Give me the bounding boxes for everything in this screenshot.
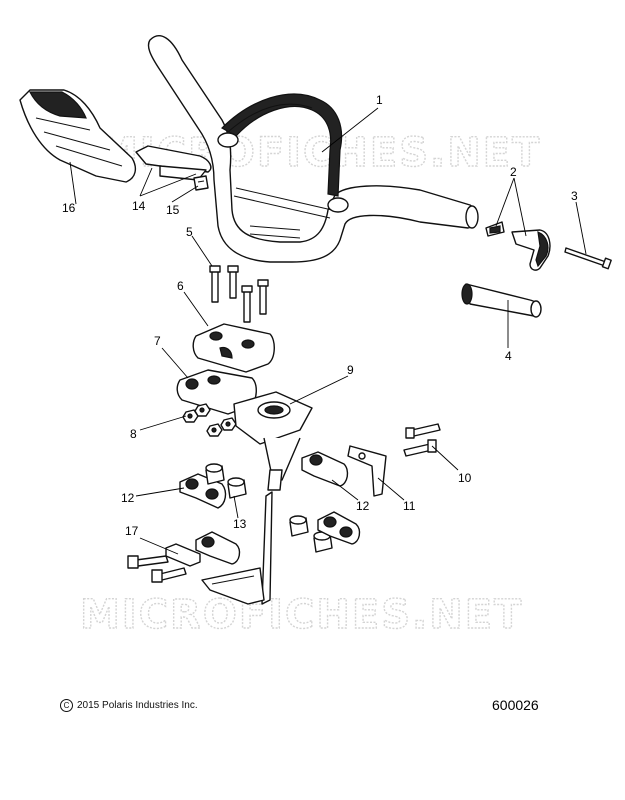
callout-3: 3 (571, 189, 578, 203)
copyright-notice: C 2015 Polaris Industries Inc. (60, 699, 198, 712)
bushings (205, 463, 333, 553)
callout-4: 4 (505, 349, 512, 363)
callout-14: 14 (132, 199, 146, 213)
steering-riser (201, 391, 313, 605)
right-bolts (403, 423, 441, 457)
upper-clamp (192, 323, 275, 373)
clamp-lower (195, 511, 361, 565)
grip (461, 283, 542, 318)
callout-7: 7 (154, 334, 161, 348)
callout-8: 8 (130, 427, 137, 441)
clamp-bolts (209, 265, 269, 323)
callout-12-left: 12 (121, 491, 135, 505)
callout-15: 15 (166, 203, 180, 217)
lower-plate-bolts (127, 543, 201, 583)
handlebar-pad (217, 93, 349, 213)
callout-17: 17 (125, 524, 139, 538)
callout-9: 9 (347, 363, 354, 377)
callout-12-right: 12 (356, 499, 370, 513)
callout-11: 11 (403, 499, 416, 513)
leader-lines (69, 107, 587, 555)
callout-10: 10 (458, 471, 472, 485)
callout-labels: 1 2 3 4 5 6 7 8 9 10 11 12 12 13 14 15 1… (62, 93, 578, 538)
throttle-assembly (485, 221, 551, 271)
clamp-right (301, 451, 349, 487)
diagram-number: 600026 (492, 697, 539, 713)
nuts (182, 403, 237, 437)
bracket-plate (347, 445, 387, 497)
copyright-icon: C (60, 699, 73, 712)
callout-1: 1 (376, 93, 383, 107)
guard-bracket (135, 145, 212, 181)
callout-5: 5 (186, 225, 193, 239)
callout-2: 2 (510, 165, 517, 179)
copyright-text: 2015 Polaris Industries Inc. (77, 700, 198, 712)
callout-16: 16 (62, 201, 76, 215)
hand-guard (19, 89, 137, 183)
callout-13: 13 (233, 517, 247, 531)
watermark-bottom: MICROFICHES.NET (80, 592, 523, 638)
callout-6: 6 (177, 279, 184, 293)
small-clamp (193, 175, 209, 191)
handlebar (147, 35, 479, 263)
long-bolt (564, 247, 612, 270)
